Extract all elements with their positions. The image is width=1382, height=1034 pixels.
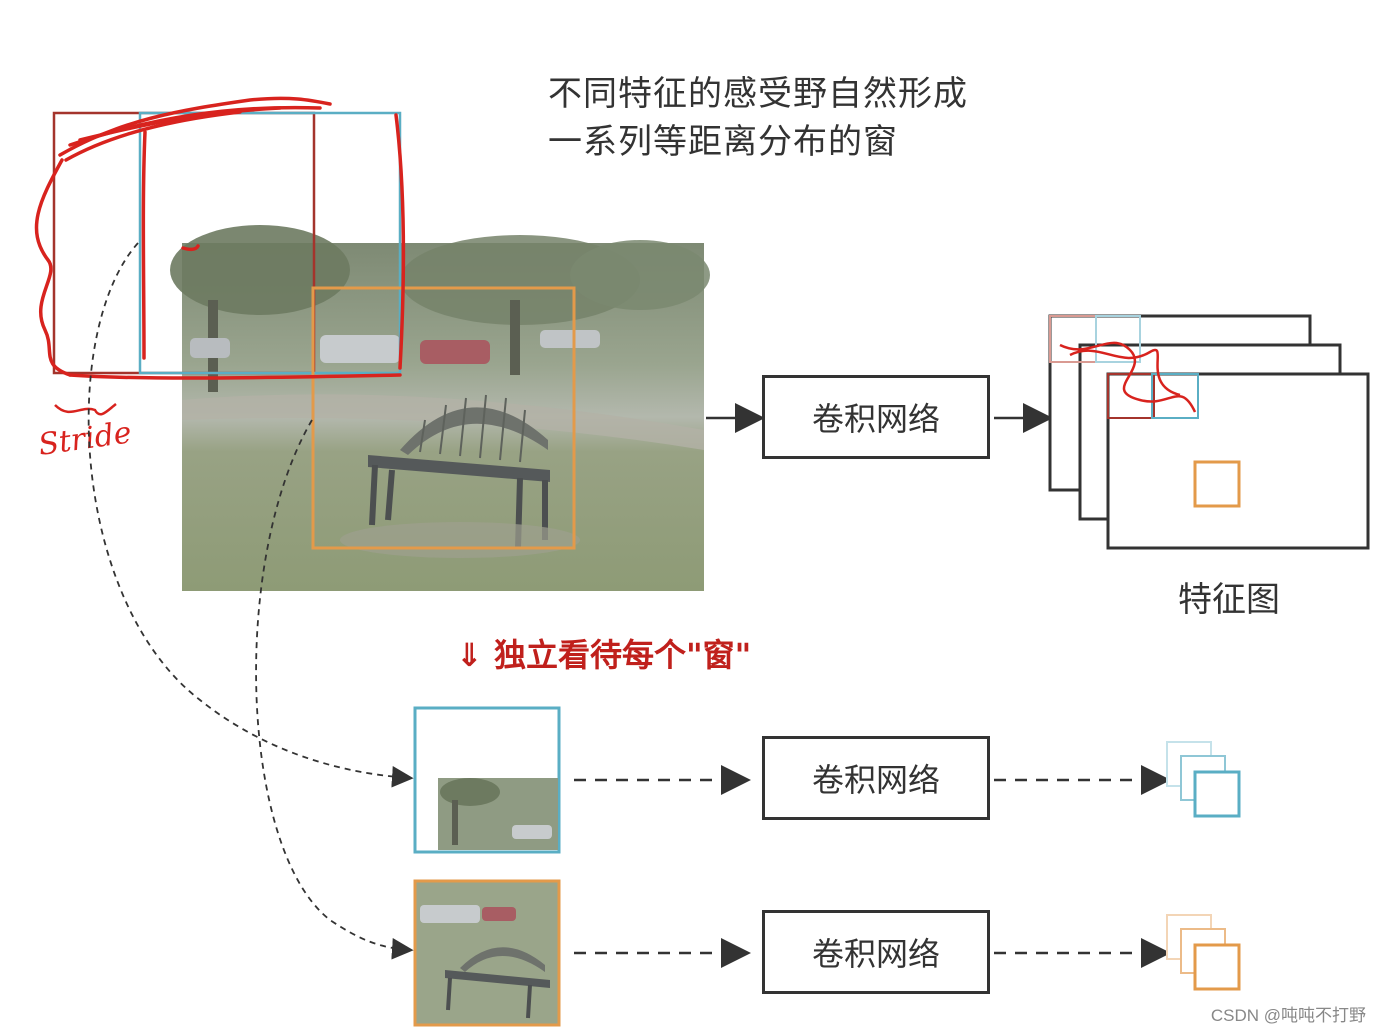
dashed-arrow-icon <box>255 419 414 960</box>
conv-network-label: 卷积网络 <box>811 935 940 973</box>
receptive-window-orange <box>311 286 576 550</box>
small-feature-stack-orange <box>1166 914 1241 991</box>
dashed-arrow-icon <box>87 242 414 788</box>
orange-window-crop <box>413 879 561 1027</box>
conv-network-box-orange: 卷积网络 <box>762 910 990 994</box>
feature-stack-icon <box>1048 314 1370 550</box>
watermark: CSDN @吨吨不打野 <box>1210 1006 1366 1025</box>
cyan-window-crop <box>413 706 561 854</box>
conv-network-box-cyan: 卷积网络 <box>762 736 990 820</box>
stride-annotation: Stride <box>36 415 133 463</box>
title-line-2: 一系列等距离分布的窗 <box>548 122 898 162</box>
independent-window-heading: ⇓ 独立看待每个"窗" <box>456 636 752 674</box>
stride-brace <box>54 403 117 416</box>
conv-network-label: 卷积网络 <box>811 400 940 438</box>
conv-network-box: 卷积网络 <box>762 375 990 459</box>
red-ink-scribble <box>34 96 406 380</box>
small-feature-stack-cyan <box>1166 741 1241 818</box>
feature-map-label: 特征图 <box>1178 580 1280 620</box>
title-line-1: 不同特征的感受野自然形成 <box>548 74 968 114</box>
conv-network-label: 卷积网络 <box>811 761 940 799</box>
park-photo <box>170 225 710 591</box>
receptive-window-cyan <box>138 111 402 375</box>
